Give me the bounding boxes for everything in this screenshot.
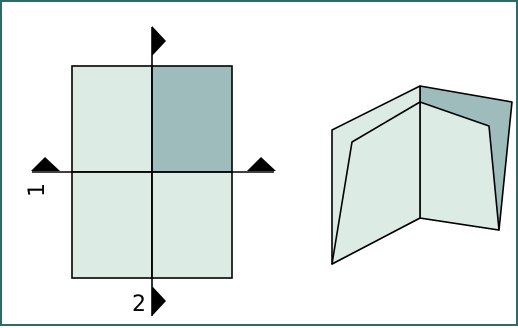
fold-label-2: 2 <box>132 292 146 317</box>
flat-sheet <box>32 27 274 316</box>
fold-arrow-bottom-icon <box>152 286 166 316</box>
sheet-quadrant-top-right <box>151 65 233 173</box>
folded-result <box>331 85 513 265</box>
fold-arrow-left-icon <box>31 157 60 171</box>
fold-arrow-right-icon <box>247 157 276 171</box>
folded-front-panel-left <box>331 101 421 265</box>
sheet-quadrant-top-left <box>71 65 153 173</box>
fold-label-1: 1 <box>25 183 50 197</box>
sheet-quadrant-bottom-right <box>151 171 233 279</box>
fold-arrow-top-icon <box>152 26 166 56</box>
sheet-quadrant-bottom-left <box>71 171 153 279</box>
